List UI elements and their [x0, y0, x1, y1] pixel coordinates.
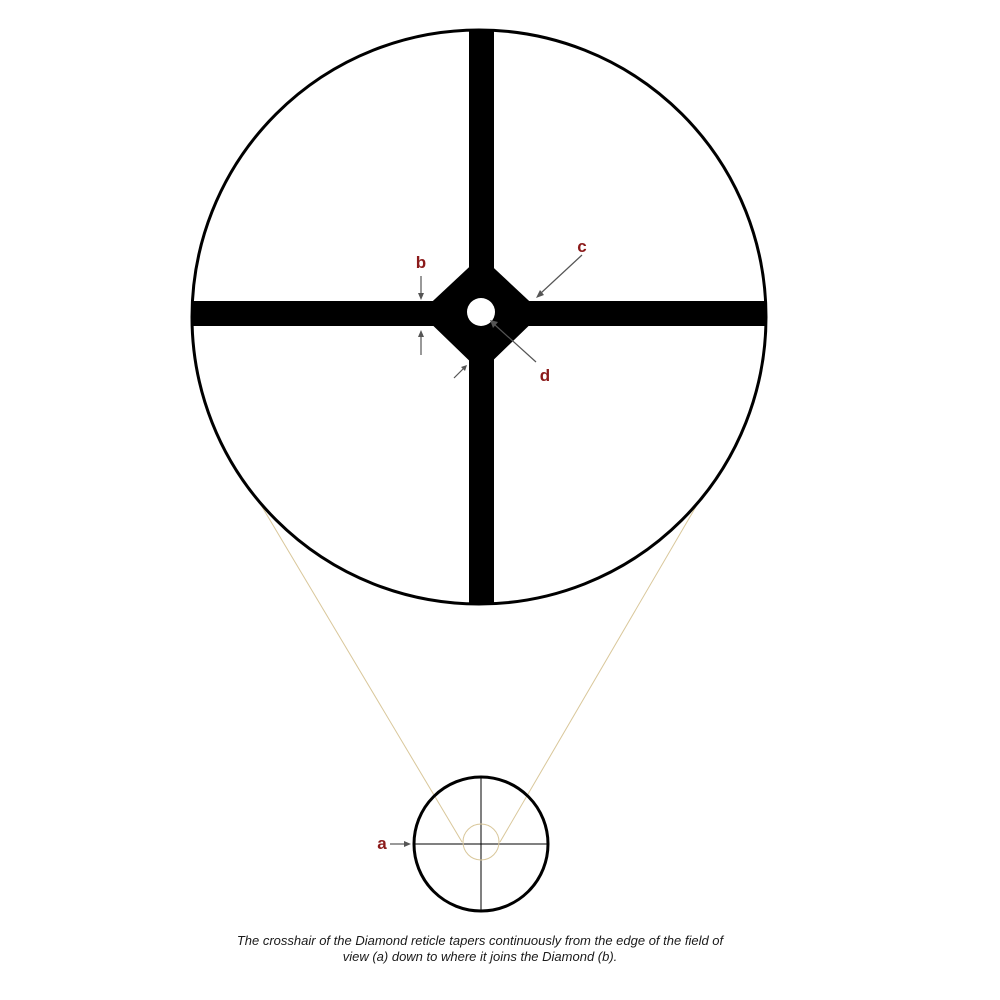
crosshair-left-bar: [192, 301, 452, 326]
diagram-caption: The crosshair of the Diamond reticle tap…: [236, 933, 724, 964]
label-d: d: [540, 366, 550, 385]
label-a: a: [377, 834, 387, 853]
arrow-b-top-head: [418, 293, 424, 300]
crosshair-right-bar: [510, 301, 766, 326]
arrow-diamond-edge-line: [453, 367, 465, 379]
magnified-reticle: [190, 28, 768, 606]
zoom-line-right: [499, 485, 709, 843]
label-b: b: [416, 253, 426, 272]
center-dot: [467, 298, 495, 326]
small-zoom-circle: [462, 823, 500, 861]
arrow-diamond-edge-head: [461, 365, 467, 371]
arrow-d-line: [494, 324, 537, 363]
arrow-b-bottom-head: [418, 330, 424, 337]
label-c: c: [577, 237, 586, 256]
callout-labels: b c d a: [377, 237, 586, 853]
arrow-c-head: [536, 290, 544, 298]
crosshair-bottom-bar: [469, 345, 494, 604]
zoom-connector-lines: [257, 485, 709, 843]
crosshair-top-bar: [469, 30, 494, 290]
zoom-line-left: [257, 499, 463, 843]
actual-size-reticle: [412, 775, 550, 913]
pointer-arrows: [390, 254, 583, 847]
arrow-d-head: [490, 320, 498, 328]
arrow-a-head: [404, 841, 411, 847]
arrow-c-line: [540, 254, 583, 294]
